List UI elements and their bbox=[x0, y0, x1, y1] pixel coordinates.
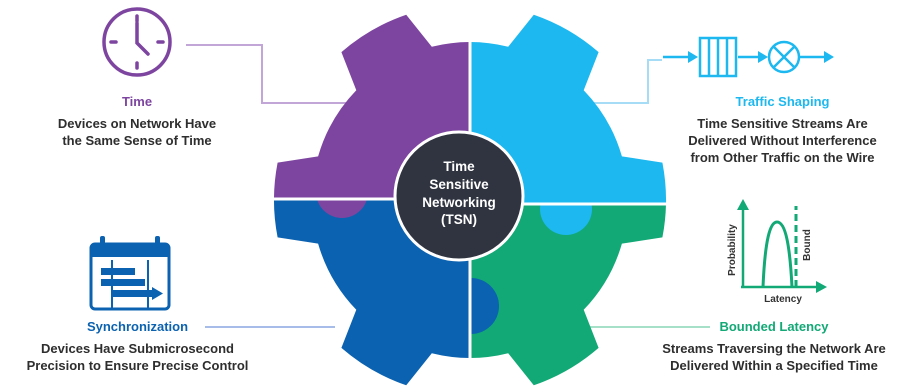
center-line: Time bbox=[443, 159, 475, 174]
center-line: (TSN) bbox=[441, 212, 477, 228]
clock-icon bbox=[102, 7, 172, 77]
puzzle-knob-time bbox=[316, 166, 368, 218]
queue-scheduler-icon bbox=[663, 36, 834, 78]
traffic-shaping-description-line: from Other Traffic on the Wire bbox=[690, 149, 875, 165]
traffic-shaping-block: Traffic Shaping Time Sensitive Streams A… bbox=[660, 94, 905, 167]
bounded-latency-block: Bounded Latency Streams Traversing the N… bbox=[640, 319, 908, 375]
latency-bound-label: Bound bbox=[802, 229, 813, 261]
connector-line-traffic bbox=[575, 59, 662, 104]
time-description-line: Devices on Network Have bbox=[57, 115, 217, 131]
latency-distribution-icon bbox=[737, 199, 827, 293]
connector-line-time bbox=[186, 44, 352, 104]
synchronization-title: Synchronization bbox=[86, 319, 189, 334]
puzzle-knob-traffic bbox=[540, 183, 592, 235]
latency-ylabel: Probability bbox=[727, 224, 738, 276]
center-label: Time Sensitive Networking (TSN) bbox=[397, 158, 521, 229]
traffic-shaping-description-line: Delivered Without Interference bbox=[688, 132, 877, 148]
center-line: Sensitive bbox=[429, 176, 489, 192]
synchronization-description-line: Devices Have Submicrosecond bbox=[41, 340, 234, 356]
calendar-schedule-icon bbox=[89, 236, 171, 311]
center-hub bbox=[393, 130, 525, 262]
latency-xlabel: Latency bbox=[764, 294, 802, 305]
bounded-latency-title: Bounded Latency bbox=[719, 319, 829, 334]
bounded-latency-description-line: Streams Traversing the Network Are bbox=[662, 340, 886, 356]
time-title: Time bbox=[121, 94, 153, 109]
center-line: Networking bbox=[422, 194, 496, 210]
traffic-shaping-description-line: Time Sensitive Streams Are bbox=[697, 115, 868, 131]
gear-quadrant-traffic-shaping bbox=[470, 14, 666, 204]
synchronization-block: Synchronization Devices Have Submicrosec… bbox=[0, 319, 275, 375]
gear-quadrant-bounded-latency bbox=[470, 204, 666, 386]
time-description-line: the Same Sense of Time bbox=[62, 132, 212, 148]
time-block: Time Devices on Network Have the Same Se… bbox=[22, 94, 252, 150]
synchronization-description-line: Precision to Ensure Precise Control bbox=[26, 357, 249, 373]
bounded-latency-description-line: Delivered Within a Specified Time bbox=[670, 357, 878, 373]
traffic-shaping-title: Traffic Shaping bbox=[735, 94, 830, 109]
